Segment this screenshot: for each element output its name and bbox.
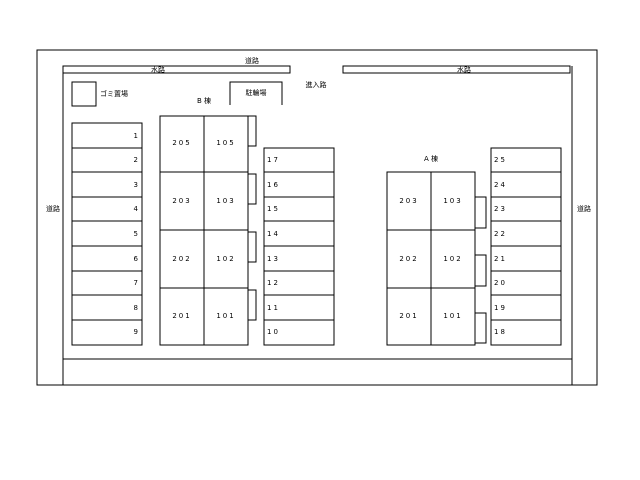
top-road-label: 道路 <box>245 56 259 65</box>
building-b-label: B 棟 <box>197 96 211 105</box>
parking-lot-label: 17 <box>267 156 280 164</box>
parking-lot-label: 22 <box>494 230 507 238</box>
parking-lot-label: 14 <box>267 230 280 238</box>
parking-lot-label: 16 <box>267 181 280 189</box>
left-parking-column: 1 2 3 4 5 6 7 8 9 <box>71 122 143 346</box>
bicycle-parking-label: 駐輪場 <box>246 88 267 97</box>
garbage-area-box <box>71 81 97 107</box>
unit-label: 202 <box>399 255 418 263</box>
building-a-label: A 棟 <box>424 154 438 163</box>
unit-label: 101 <box>443 312 462 320</box>
parking-lot-label: 9 <box>134 328 138 336</box>
left-road-label: 道路 <box>46 204 60 213</box>
parking-lot-label: 5 <box>134 230 138 238</box>
parking-lot-label: 4 <box>134 205 139 213</box>
parking-lot-label: 25 <box>494 156 507 164</box>
parking-lot-label: 3 <box>134 181 138 189</box>
unit-label: 201 <box>172 312 191 320</box>
bicycle-parking-outline <box>229 81 283 105</box>
parking-lot-label: 2 <box>134 156 138 164</box>
parking-lot-label: 18 <box>494 328 507 336</box>
parking-lot-label: 19 <box>494 304 507 312</box>
unit-label: 102 <box>443 255 462 263</box>
site-boundary <box>36 49 598 386</box>
parking-lot-label: 10 <box>267 328 280 336</box>
unit-label: 203 <box>172 197 191 205</box>
parking-lot-label: 8 <box>134 304 138 312</box>
unit-label: 105 <box>216 139 235 147</box>
unit-label: 103 <box>443 197 462 205</box>
building-b: 205 105 203 103 202 102 201 101 <box>159 115 257 346</box>
waterway-left <box>62 65 291 74</box>
parking-lot-label: 11 <box>267 304 280 312</box>
parking-lot-label: 20 <box>494 279 507 287</box>
parking-lot-label: 6 <box>134 255 139 263</box>
garbage-area-label: ゴミ置場 <box>100 89 128 98</box>
parking-lot-label: 12 <box>267 279 280 287</box>
parking-lot-label: 21 <box>494 255 507 263</box>
unit-label: 205 <box>172 139 191 147</box>
building-a: 203 103 202 102 201 101 <box>386 171 487 346</box>
unit-label: 101 <box>216 312 235 320</box>
entrance-label: 進入路 <box>306 80 327 89</box>
parking-lot-label: 24 <box>494 181 507 189</box>
waterway-right-label: 水路 <box>457 65 471 74</box>
unit-label: 202 <box>172 255 191 263</box>
right-parking-column: 25 24 23 22 21 20 19 18 <box>490 147 562 346</box>
parking-lot-label: 1 <box>134 132 138 140</box>
waterway-left-label: 水路 <box>151 65 165 74</box>
unit-label: 203 <box>399 197 418 205</box>
parking-lot-label: 13 <box>267 255 280 263</box>
middle-parking-column: 17 16 15 14 13 12 11 10 <box>263 147 335 346</box>
parking-lot-label: 7 <box>134 279 138 287</box>
parking-lot-label: 23 <box>494 205 507 213</box>
right-road-label: 道路 <box>577 204 591 213</box>
unit-label: 103 <box>216 197 235 205</box>
unit-label: 201 <box>399 312 418 320</box>
waterway-right <box>342 65 571 74</box>
parking-lot-label: 15 <box>267 205 280 213</box>
unit-label: 102 <box>216 255 235 263</box>
